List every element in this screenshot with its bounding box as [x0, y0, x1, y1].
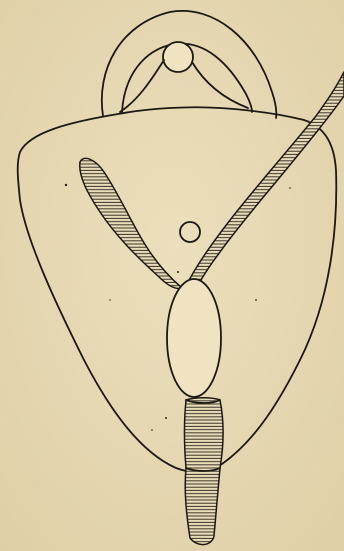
- central-oval: [167, 279, 221, 397]
- top-circle: [163, 42, 193, 72]
